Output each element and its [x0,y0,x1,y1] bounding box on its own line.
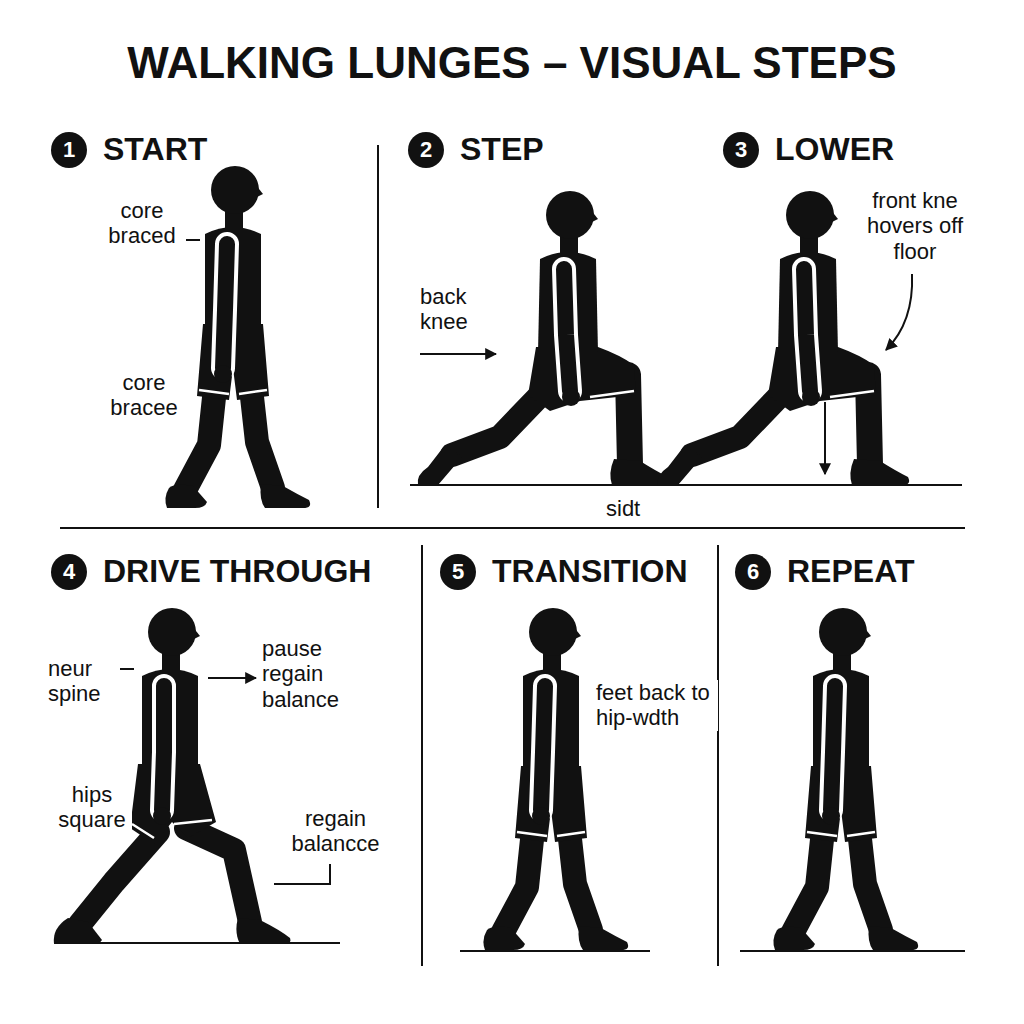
callout-label: sidt [606,496,640,521]
step-heading: DRIVE THROUGH [103,554,371,589]
label-box: neur spine [48,656,118,707]
callout-number: 1 [63,139,75,161]
step-heading: TRANSITION [492,554,688,589]
step-badge: 1START [51,132,87,168]
label-box: core bracee [98,370,190,421]
label-box: feet back to hip-wdth [596,680,718,731]
heading-area: LOWER [775,132,894,167]
callout-label: core braced [102,198,182,249]
step-heading: START [103,132,207,167]
transition-figure [483,608,628,950]
badge-fill [408,132,444,168]
callout-label: back knee [420,284,500,335]
divider-line [421,545,423,966]
leader-arrow [420,353,496,355]
badge-fill [51,554,87,590]
leader-arrow [886,274,912,350]
callout-number: 4 [63,561,75,583]
callout-label: core bracee [98,370,190,421]
badge-fill [440,554,476,590]
divider-line [377,145,379,508]
callout-label: pause regain balance [262,636,377,712]
start-figure [165,166,310,508]
leader-arrow [208,677,256,679]
callout-label: front kne hovers off floor [855,188,975,264]
label-box: sidt [606,496,666,521]
heading-area: STEP [460,132,544,167]
ground-line [655,484,962,486]
step-badge: 2STEP [408,132,444,168]
step-badge: 6REPEAT [735,554,771,590]
leader-line [120,668,134,670]
title-area: WALKING LUNGES – VISUAL STEPS [0,38,1024,89]
callout-label: neur spine [48,656,118,707]
divider-line [717,545,719,966]
label-box: core braced [102,198,182,249]
label-box: front kne hovers off floor [855,188,975,264]
badge-fill [735,554,771,590]
callout-number: 6 [747,561,759,583]
step-heading: REPEAT [787,554,914,589]
badge-fill [51,132,87,168]
leader-line [186,239,200,241]
step-badge: 4DRIVE THROUGH [51,554,87,590]
label-box: pause regain balance [262,636,377,712]
label-box: regain balancce [278,806,393,857]
heading-area: START [103,132,207,167]
direction-arrow [824,402,826,474]
heading-area: REPEAT [787,554,914,589]
leader-bracket [274,864,330,884]
step-badge: 5TRANSITION [440,554,476,590]
ground-line [460,950,650,952]
callout-label: hips square [52,782,132,833]
callout-number: 5 [452,561,464,583]
label-box: back knee [420,284,500,335]
page-title: WALKING LUNGES – VISUAL STEPS [127,38,896,89]
divider-line [60,527,965,529]
heading-area: DRIVE THROUGH [103,554,371,589]
ground-line [740,950,965,952]
callout-label: feet back to hip-wdth [596,680,718,731]
callout-number: 3 [735,139,747,161]
step-figure [418,191,669,485]
step-heading: LOWER [775,132,894,167]
heading-area: TRANSITION [492,554,688,589]
callout-label: regain balancce [278,806,393,857]
step-badge: 3LOWER [723,132,759,168]
step-heading: STEP [460,132,544,167]
repeat-figure [773,608,918,950]
badge-fill [723,132,759,168]
label-box: hips square [52,782,132,833]
callout-number: 2 [420,139,432,161]
